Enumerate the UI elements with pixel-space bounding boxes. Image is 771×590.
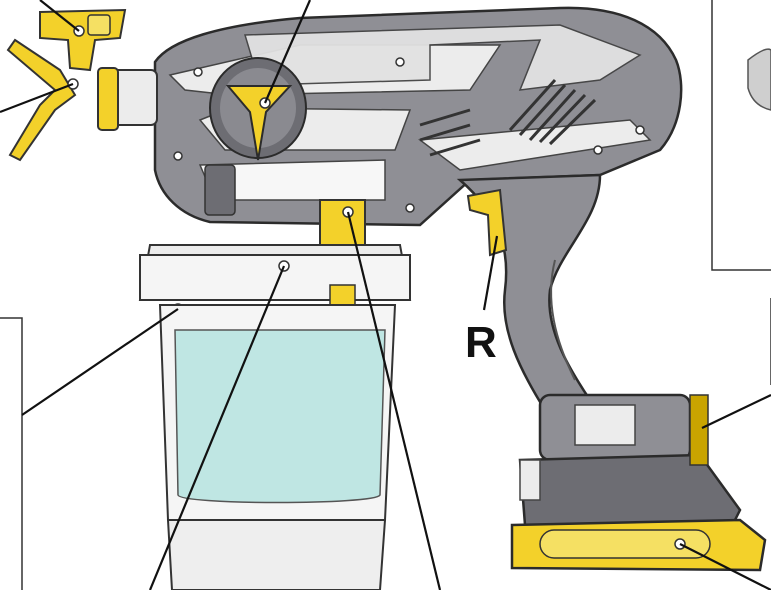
callout-label-r: R [465, 318, 497, 367]
inset-frame-left [0, 317, 23, 590]
tip-guard-icon [6, 38, 79, 162]
spray-tip-icon [39, 8, 127, 72]
paint-cup-icon [138, 199, 412, 590]
battery-icon [510, 393, 767, 572]
inset-frame-top-right [711, 0, 771, 271]
pressure-knob-icon [209, 57, 307, 161]
trigger-icon [466, 188, 508, 257]
vent-slots [419, 78, 597, 157]
spray-tip-assembly [6, 8, 158, 162]
